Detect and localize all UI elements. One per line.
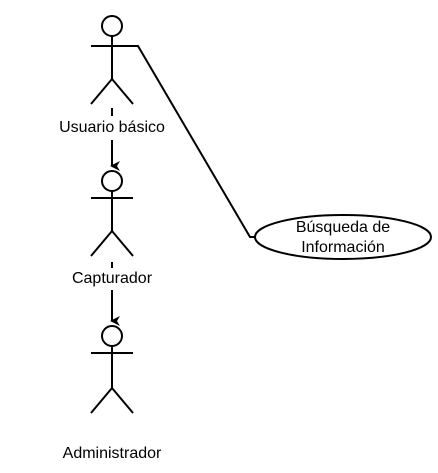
usecase-label-line2: Información <box>301 239 385 256</box>
actor-label-capturador: Capturador <box>71 270 153 287</box>
actor-head <box>101 325 123 347</box>
association-usuario-busqueda <box>133 45 256 238</box>
actor-left-leg <box>90 78 113 105</box>
actor-head <box>101 170 123 192</box>
usecase-label-line1: Búsqueda de <box>295 219 391 236</box>
actor-administrador[interactable] <box>90 325 134 414</box>
actor-left-leg <box>90 387 113 414</box>
actor-label-administrador: Administrador <box>62 445 162 462</box>
actor-right-leg <box>111 78 134 105</box>
actor-left-leg <box>90 230 113 257</box>
actor-capturador[interactable] <box>90 170 134 257</box>
usecase-busqueda-ellipse[interactable] <box>254 214 432 260</box>
actor-right-leg <box>111 387 134 414</box>
actor-usuario-basico[interactable] <box>90 15 134 105</box>
actor-right-leg <box>111 230 134 257</box>
actor-head <box>101 15 123 37</box>
actor-label-usuario: Usuario básico <box>59 119 165 136</box>
